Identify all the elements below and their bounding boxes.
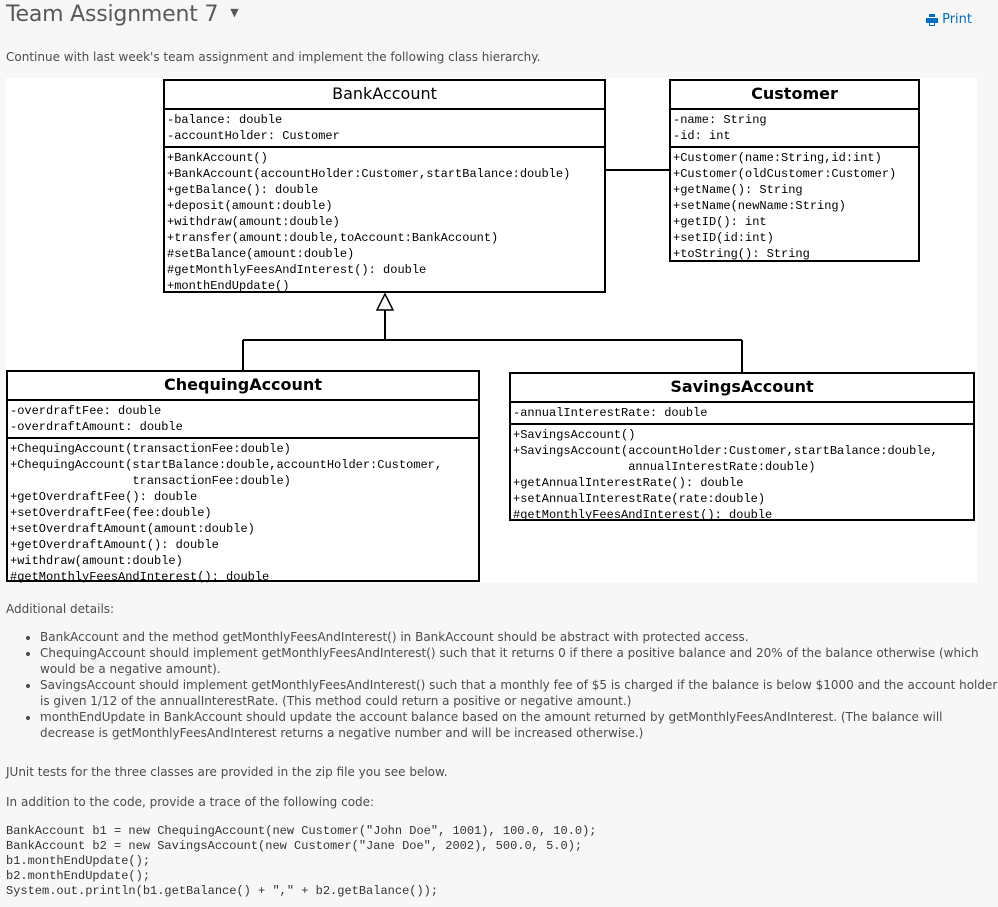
class-name: ChequingAccount bbox=[8, 372, 478, 401]
trace-text: In addition to the code, provide a trace… bbox=[6, 795, 375, 809]
class-methods: +BankAccount()+BankAccount(accountHolder… bbox=[167, 151, 571, 293]
title-row: Team Assignment 7 ▼ bbox=[6, 2, 239, 27]
list-item: ChequingAccount should implement getMont… bbox=[40, 645, 998, 677]
class-name: SavingsAccount bbox=[511, 374, 973, 403]
intro-text: Continue with last week's team assignmen… bbox=[6, 50, 541, 64]
diagram-connectors bbox=[242, 169, 743, 372]
class-name: Customer bbox=[671, 81, 918, 110]
code-line: b1.monthEndUpdate(); bbox=[6, 854, 151, 868]
class-attributes: -overdraftFee: double-overdraftAmount: d… bbox=[8, 401, 478, 439]
junit-text: JUnit tests for the three classes are pr… bbox=[6, 765, 448, 779]
class-diagram: BankAccount -balance: double-accountHold… bbox=[6, 78, 977, 584]
class-methods: +ChequingAccount(transactionFee:double)+… bbox=[10, 442, 443, 584]
list-item: SavingsAccount should implement getMonth… bbox=[40, 677, 998, 709]
list-item: BankAccount and the method getMonthlyFee… bbox=[40, 629, 998, 645]
class-methods: +SavingsAccount()+SavingsAccount(account… bbox=[513, 428, 938, 522]
code-line: BankAccount b2 = new SavingsAccount(new … bbox=[6, 839, 583, 853]
print-label: Print bbox=[942, 12, 972, 27]
class-customer: Customer -name: String-id: int +Customer… bbox=[669, 79, 920, 262]
additional-details-heading: Additional details: bbox=[6, 602, 115, 616]
code-line: b2.monthEndUpdate(); bbox=[6, 869, 151, 883]
code-line: System.out.println(b1.getBalance() + ","… bbox=[6, 884, 439, 898]
class-bankaccount: BankAccount -balance: double-accountHold… bbox=[163, 79, 606, 293]
class-attributes: -annualInterestRate: double bbox=[511, 403, 973, 425]
class-chequingaccount: ChequingAccount -overdraftFee: double-ov… bbox=[6, 370, 480, 584]
code-line: BankAccount b1 = new ChequingAccount(new… bbox=[6, 824, 597, 838]
printer-icon bbox=[926, 13, 939, 26]
class-methods: +Customer(name:String,id:int)+Customer(o… bbox=[673, 151, 897, 261]
class-name: BankAccount bbox=[165, 81, 604, 110]
list-item: monthEndUpdate in BankAccount should upd… bbox=[40, 709, 998, 741]
details-list: BankAccount and the method getMonthlyFee… bbox=[20, 629, 998, 741]
class-attributes: -balance: double-accountHolder: Customer bbox=[165, 110, 604, 148]
page-title: Team Assignment 7 bbox=[6, 2, 219, 27]
print-button[interactable]: Print bbox=[926, 12, 972, 27]
chevron-down-icon[interactable]: ▼ bbox=[230, 6, 239, 19]
code-block: BankAccount b1 = new ChequingAccount(new… bbox=[6, 824, 597, 899]
class-savingsaccount: SavingsAccount -annualInterestRate: doub… bbox=[509, 372, 975, 522]
inheritance-arrow bbox=[375, 292, 395, 311]
class-attributes: -name: String-id: int bbox=[671, 110, 918, 148]
